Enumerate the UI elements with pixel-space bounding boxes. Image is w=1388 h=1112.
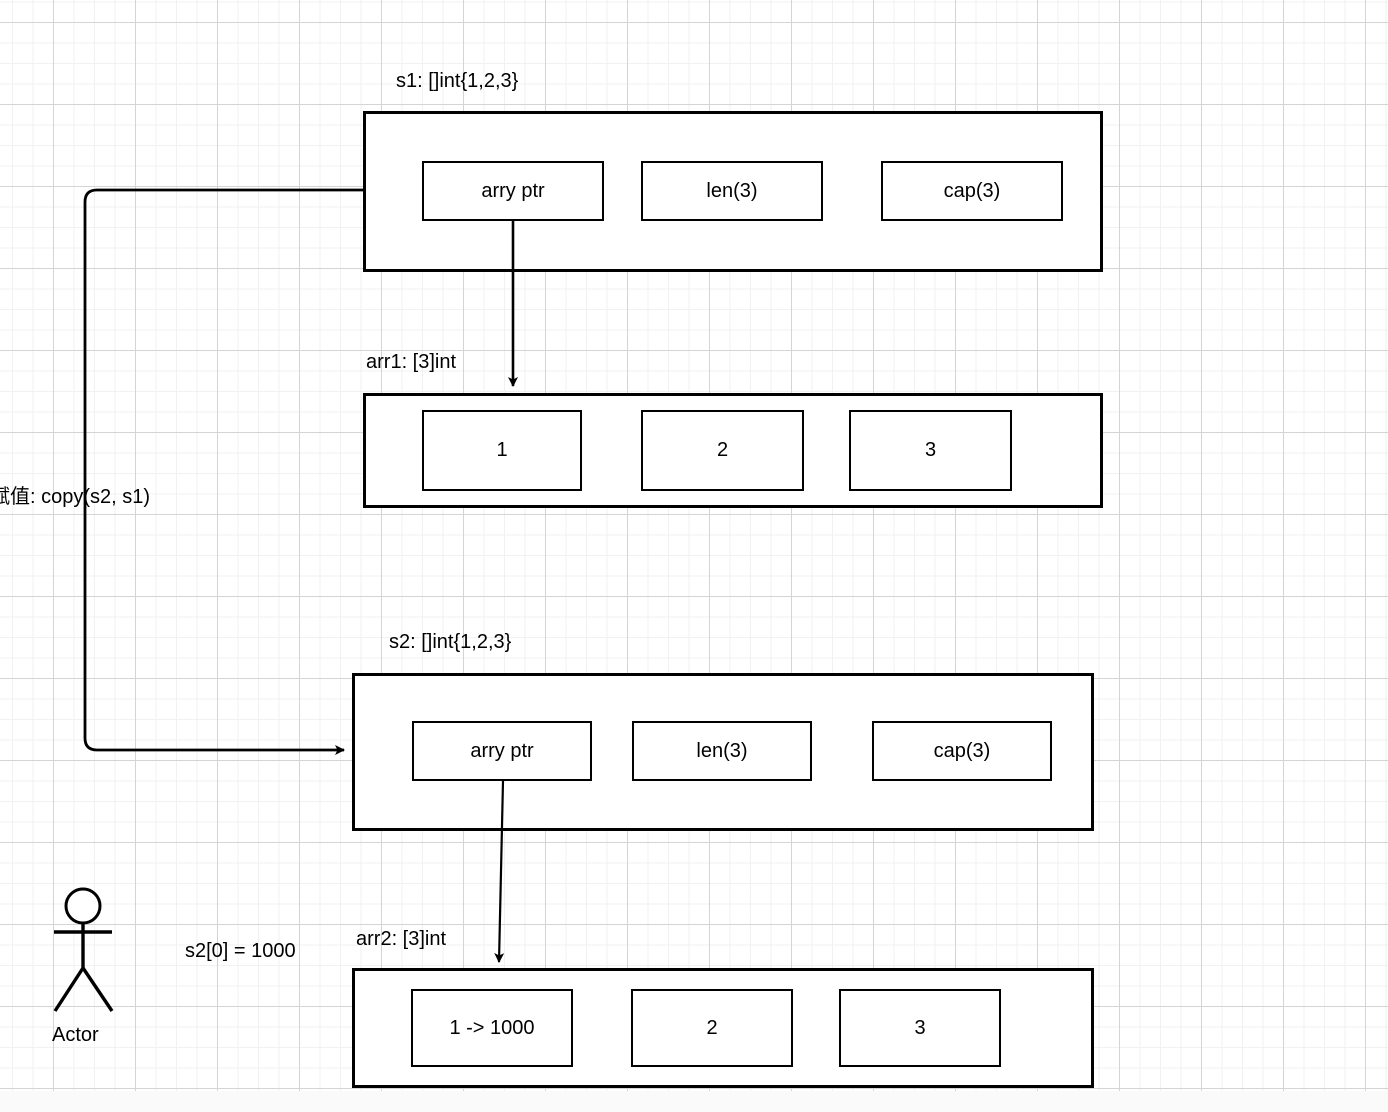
s2-ptr-arrow-line[interactable] <box>494 780 505 963</box>
actor-stick-figure-icon[interactable] <box>53 887 114 1012</box>
actor-name-label: Actor <box>52 1024 99 1046</box>
arr1-element-1[interactable]: 2 <box>641 410 804 491</box>
actor-leg-left <box>53 967 85 1012</box>
s2-field-arry-ptr[interactable]: arry ptr <box>412 721 592 781</box>
s2-field-cap[interactable]: cap(3) <box>872 721 1052 781</box>
arr1-element-2[interactable]: 3 <box>849 410 1012 491</box>
s2-field-len[interactable]: len(3) <box>632 721 812 781</box>
actor-head <box>64 887 102 925</box>
s1-title-label: s1: []int{1,2,3} <box>396 70 519 92</box>
s2-ptr-to-arr2-arrow[interactable] <box>494 780 505 963</box>
arr2-title-label: arr2: [3]int <box>356 928 447 950</box>
canvas-bottom-edge <box>0 1091 1388 1112</box>
arr2-element-1[interactable]: 2 <box>631 989 793 1067</box>
copy-connector-path[interactable] <box>83 188 363 755</box>
s2-title-label: s2: []int{1,2,3} <box>389 631 512 653</box>
s1-field-len[interactable]: len(3) <box>641 161 823 221</box>
arr1-title-label: arr1: [3]int <box>366 351 457 373</box>
assign-note-label: s2[0] = 1000 <box>185 940 296 962</box>
arr2-element-2[interactable]: 3 <box>839 989 1001 1067</box>
copy-note-label: 赋值: copy(s2, s1) <box>0 486 151 508</box>
arr1-element-0[interactable]: 1 <box>422 410 582 491</box>
s1-to-s2-copy-connector[interactable] <box>83 188 363 755</box>
arr2-element-0[interactable]: 1 -> 1000 <box>411 989 573 1067</box>
s1-field-cap[interactable]: cap(3) <box>881 161 1063 221</box>
actor-leg-right <box>81 967 114 1012</box>
s1-field-arry-ptr[interactable]: arry ptr <box>422 161 604 221</box>
